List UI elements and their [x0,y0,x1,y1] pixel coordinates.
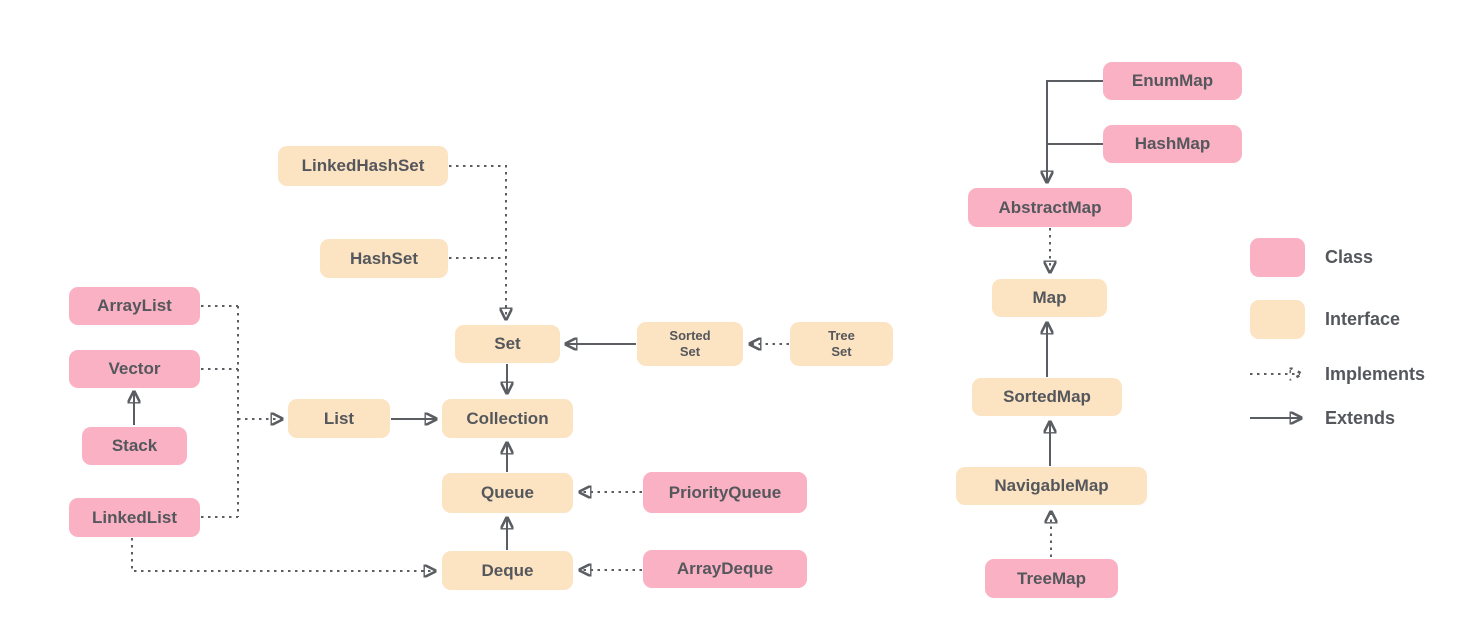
node-queue: Queue [442,473,573,513]
legend-solid-arrow-icon [1250,409,1310,427]
node-sortedset: Sorted Set [637,322,743,366]
node-priorityqueue: PriorityQueue [643,472,807,513]
legend-interface-label: Interface [1325,309,1401,329]
node-vector: Vector [69,350,200,388]
node-hashmap: HashMap [1103,125,1242,163]
node-treemap: TreeMap [985,559,1118,598]
legend-interface-swatch [1250,300,1305,339]
node-collection: Collection [442,399,573,438]
legend-extends-label: Extends [1325,408,1396,428]
legend-dotted-arrow-icon [1250,365,1310,383]
node-linkedlist: LinkedList [69,498,200,537]
node-map: Map [992,279,1107,317]
node-treeset: Tree Set [790,322,893,366]
node-list: List [288,399,390,438]
node-navigablemap: NavigableMap [956,467,1147,505]
node-hashset: HashSet [320,239,448,278]
node-set: Set [455,325,560,363]
node-enummap: EnumMap [1103,62,1242,100]
node-deque: Deque [442,551,573,590]
edge-linkedhashset-implements-set [449,165,506,318]
edge-enummap-extends-abstractmap [1047,80,1103,181]
implements-edges [131,165,1051,571]
node-sortedmap: SortedMap [972,378,1122,416]
node-linkedhashset: LinkedHashSet [278,146,448,186]
edge-linkedlist-implements-deque [131,538,434,571]
legend-implements-label: Implements [1325,364,1426,384]
legend-class-swatch [1250,238,1305,277]
node-abstractmap: AbstractMap [968,188,1132,227]
node-stack: Stack [82,427,187,465]
legend-class-label: Class [1325,247,1374,267]
node-arraydeque: ArrayDeque [643,550,807,588]
node-arraylist: ArrayList [69,287,200,325]
